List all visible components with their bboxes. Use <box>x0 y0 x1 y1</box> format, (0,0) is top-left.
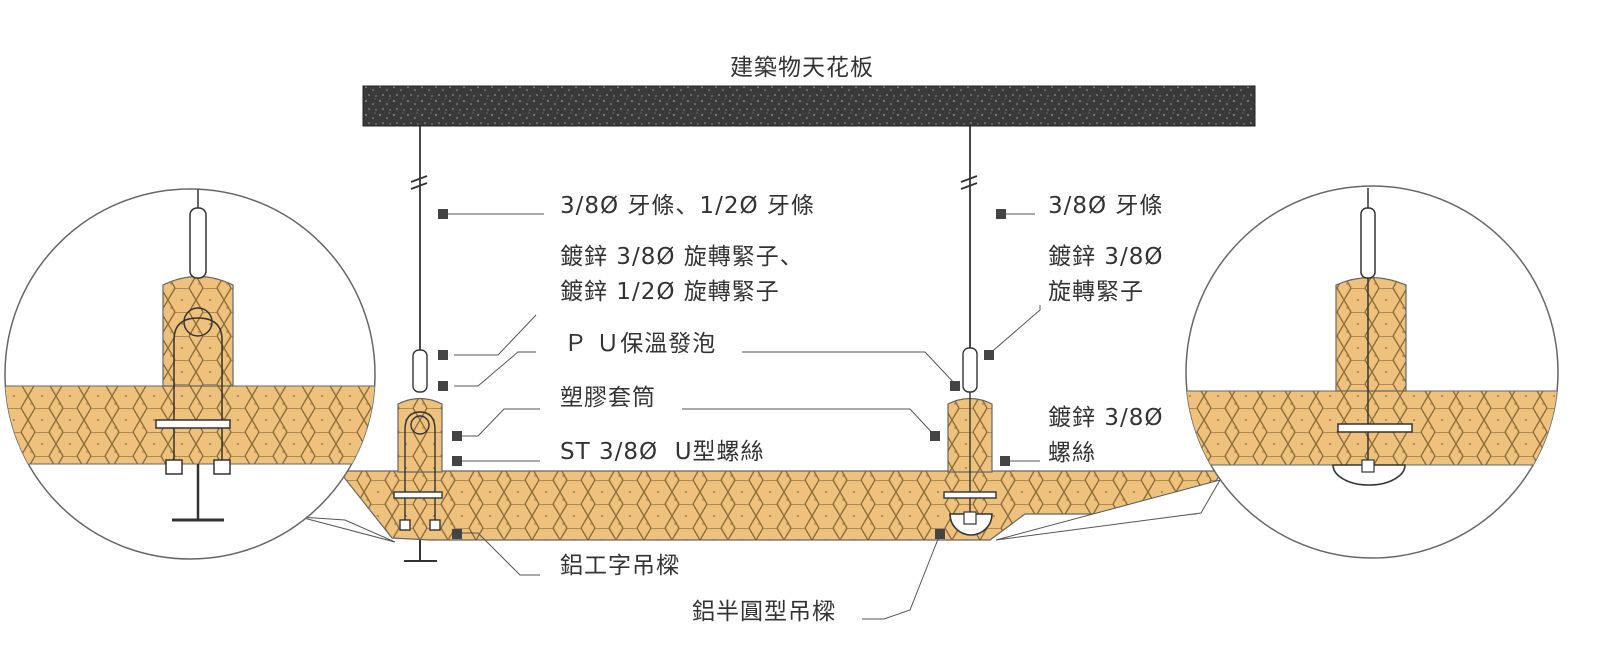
label-screw-right-1: 鍍鋅 3/8Ø <box>1048 405 1164 431</box>
zoom-circle-right <box>1185 185 1559 559</box>
label-turnbuckle-left-2: 鍍鋅 1/2Ø 旋轉緊子 <box>560 279 780 305</box>
callout-pointer-left <box>299 516 396 543</box>
ceiling-slab <box>362 85 1256 127</box>
label-plastic-sleeve: 塑膠套筒 <box>560 385 656 411</box>
callout-pointer-right <box>995 479 1222 541</box>
label-turnbuckle-right-2: 旋轉緊子 <box>1048 279 1144 305</box>
turnbuckle-left <box>412 349 428 393</box>
threaded-rod-right <box>960 126 978 352</box>
label-pu-foam: Ｐ Ｕ保溫發泡 <box>564 331 717 357</box>
zoom-circle-left <box>4 188 376 560</box>
u-bolt-left <box>393 411 443 531</box>
label-threaded-rod-left: 3/8Ø 牙條、1/2Ø 牙條 <box>560 193 815 219</box>
label-half-round-beam: 鋁半圓型吊樑 <box>692 599 836 625</box>
label-screw-right-2: 螺絲 <box>1048 440 1096 466</box>
foam-panel <box>337 470 1224 541</box>
turnbuckle-right <box>962 347 978 393</box>
marker-squares <box>438 209 1010 539</box>
screw-right <box>943 392 997 520</box>
label-turnbuckle-left-1: 鍍鋅 3/8Ø 旋轉緊子、 <box>560 244 804 270</box>
threaded-rod-left <box>410 126 428 352</box>
label-threaded-rod-right: 3/8Ø 牙條 <box>1048 193 1164 219</box>
i-beam-left <box>404 540 437 562</box>
label-turnbuckle-right-1: 鍍鋅 3/8Ø <box>1048 244 1164 270</box>
title-ceiling: 建築物天花板 <box>730 55 874 81</box>
label-u-bolt: ST 3/8Ø U型螺絲 <box>560 439 765 465</box>
label-i-beam: 鋁工字吊樑 <box>560 553 680 579</box>
